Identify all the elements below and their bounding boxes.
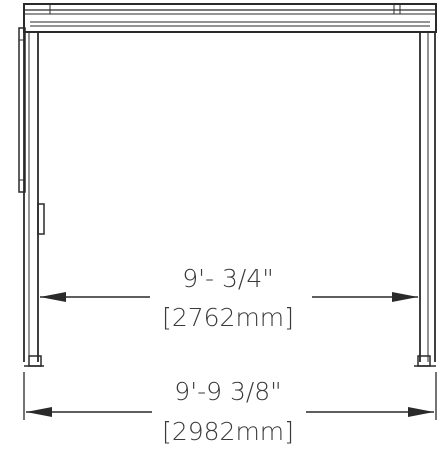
outer-dimension-metric: [2982mm] xyxy=(162,417,294,446)
inner-dimension-metric-value: 2762mm xyxy=(172,303,284,332)
right-post xyxy=(414,32,436,367)
inner-left-arrowhead xyxy=(40,292,66,302)
outer-right-arrowhead xyxy=(408,407,434,417)
outer-left-arrowhead xyxy=(26,407,52,417)
left-post xyxy=(18,27,45,367)
inner-dimension-imperial: 9'- 3/4" xyxy=(182,264,273,293)
inner-right-arrowhead xyxy=(392,292,418,302)
inner-dimension-line xyxy=(40,292,418,302)
outer-dimension-imperial: 9'-9 3/8" xyxy=(174,377,281,406)
outer-dimension-metric-value: 2982mm xyxy=(172,417,284,446)
outer-dimension-line xyxy=(23,372,437,420)
inner-dimension-metric: [2762mm] xyxy=(162,303,294,332)
top-beam xyxy=(23,3,437,33)
